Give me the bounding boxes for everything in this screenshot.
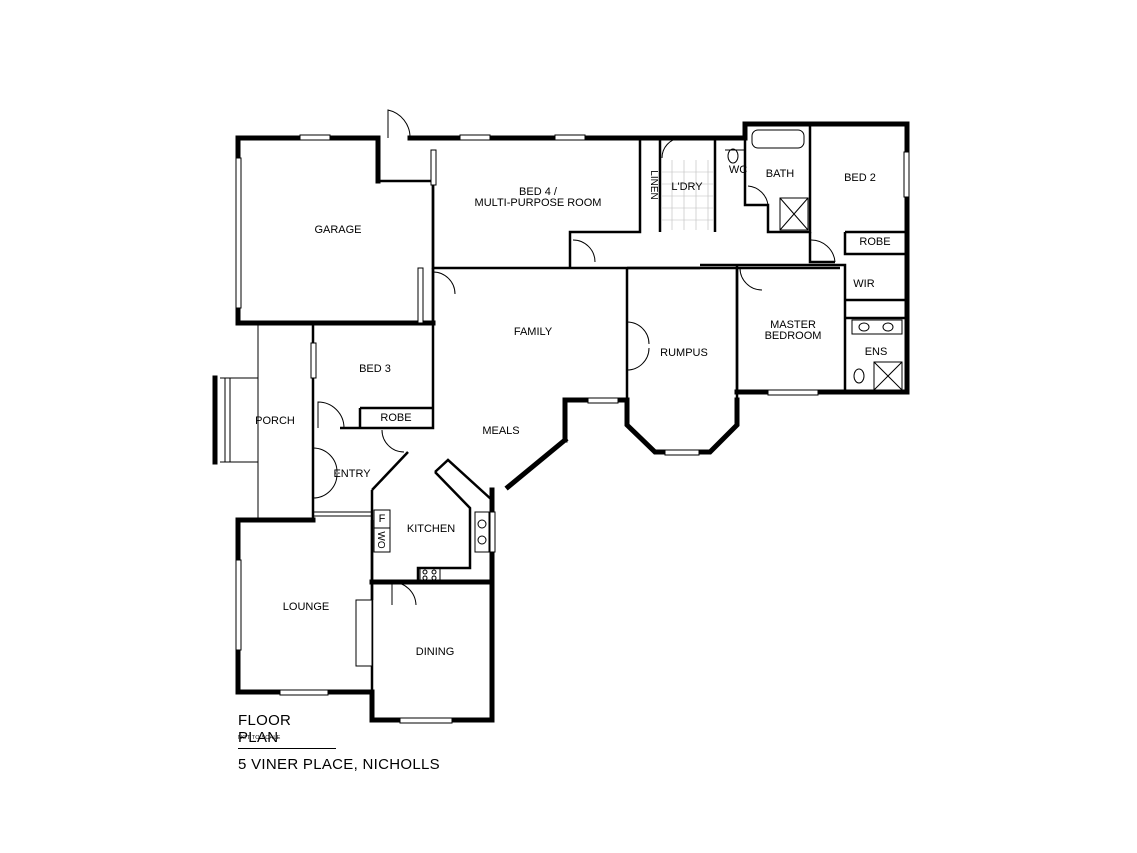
bath-door xyxy=(747,185,769,206)
bed4-window-2 xyxy=(554,134,586,141)
dining-window xyxy=(399,717,453,724)
bed3-walls xyxy=(311,323,435,430)
garage-side-door xyxy=(387,109,411,139)
bed3-label: BED 3 xyxy=(359,363,391,375)
master-label-line1: MASTER xyxy=(770,319,816,331)
dining-label: DINING xyxy=(416,646,455,658)
wir-label: WIR xyxy=(853,278,874,290)
ensuite-shower xyxy=(873,361,903,391)
bath-label: BATH xyxy=(766,168,795,180)
bed3-window xyxy=(310,342,317,379)
porch-label: PORCH xyxy=(255,415,295,427)
wc-label: WC xyxy=(729,164,747,176)
sink-bowl-1 xyxy=(477,519,487,529)
linen-label: LINEN xyxy=(648,170,659,199)
robe-bed2-label: ROBE xyxy=(859,236,890,248)
bed3-door xyxy=(317,401,345,429)
cooktop xyxy=(419,567,441,583)
wc-toilet xyxy=(727,148,739,164)
ensuite-vanity xyxy=(851,319,903,335)
meals-label: MEALS xyxy=(482,425,519,437)
lounge-dining-panel xyxy=(355,599,373,667)
laundry-door xyxy=(661,137,681,159)
burner-1 xyxy=(422,569,428,575)
garage-label: GARAGE xyxy=(314,224,361,236)
master-label-line2: BEDROOM xyxy=(765,330,822,342)
ensuite-basin-1 xyxy=(858,322,870,332)
burner-3 xyxy=(422,575,428,581)
wet-area-walls xyxy=(637,121,813,234)
kitchen-door xyxy=(391,581,417,606)
ensuite-shower-cross xyxy=(873,361,903,391)
wall-oven-box xyxy=(373,527,391,553)
bed2-window xyxy=(903,151,910,198)
floor-plan-title: FLOOR PLAN xyxy=(238,712,336,749)
garage-window xyxy=(299,134,331,141)
fridge-label: F xyxy=(379,513,386,525)
rumpus-door-2 xyxy=(626,347,650,371)
shower-cross xyxy=(779,197,809,231)
bed4-label-line1: BED 4 / xyxy=(519,186,558,198)
wall-oven-label: WO xyxy=(375,531,386,548)
bed4-door-panel xyxy=(430,149,437,186)
family-door xyxy=(432,271,456,295)
sink-bowl-2 xyxy=(477,535,487,545)
bathtub xyxy=(751,129,805,149)
ensuite-basin-2 xyxy=(882,322,894,332)
burner-4 xyxy=(431,575,437,581)
robe-bed3-label: ROBE xyxy=(380,412,411,424)
bed2-door xyxy=(809,239,836,263)
bed4-label-line2: MULTI-PURPOSE ROOM xyxy=(475,197,602,209)
rumpus-label: RUMPUS xyxy=(660,347,708,359)
shower xyxy=(779,197,809,231)
entry-label: ENTRY xyxy=(333,468,371,480)
hallway-door xyxy=(572,239,596,263)
meals-window xyxy=(519,444,561,476)
kitchen-label: KITCHEN xyxy=(407,523,455,535)
bed4-window-1 xyxy=(459,134,491,141)
family-walls xyxy=(431,268,630,491)
family-side-panel xyxy=(417,267,424,324)
family-label: FAMILY xyxy=(514,326,553,338)
entry-door-2 xyxy=(312,473,338,499)
property-address: 5 VINER PLACE, NICHOLLS xyxy=(238,756,440,773)
scale-note: NOT TO SCALE xyxy=(238,735,281,741)
laundry-tile-grid xyxy=(662,160,714,230)
ensuite-toilet xyxy=(853,368,865,384)
entry-door-3 xyxy=(381,429,405,453)
sink xyxy=(474,511,490,553)
ensuite-label: ENS xyxy=(865,346,888,358)
bed2-label: BED 2 xyxy=(844,172,876,184)
rumpus-door-1 xyxy=(626,321,650,345)
bed2-walls xyxy=(807,121,910,395)
family-window xyxy=(587,397,619,404)
lounge-window-side xyxy=(235,559,242,651)
garage-walls xyxy=(235,135,643,326)
lounge-window-bottom xyxy=(279,689,329,696)
porch-outline xyxy=(212,323,259,520)
lounge-label: LOUNGE xyxy=(283,601,329,613)
laundry-label: L'DRY xyxy=(671,181,703,193)
rumpus-walls xyxy=(624,266,740,455)
master-door xyxy=(739,267,763,291)
kitchen-window xyxy=(489,511,496,553)
master-window xyxy=(767,389,819,396)
entry-walls xyxy=(235,428,372,523)
burner-2 xyxy=(431,569,437,575)
garage-door-opening xyxy=(235,157,242,309)
rumpus-window xyxy=(664,449,700,456)
entry-door-1 xyxy=(312,447,338,473)
